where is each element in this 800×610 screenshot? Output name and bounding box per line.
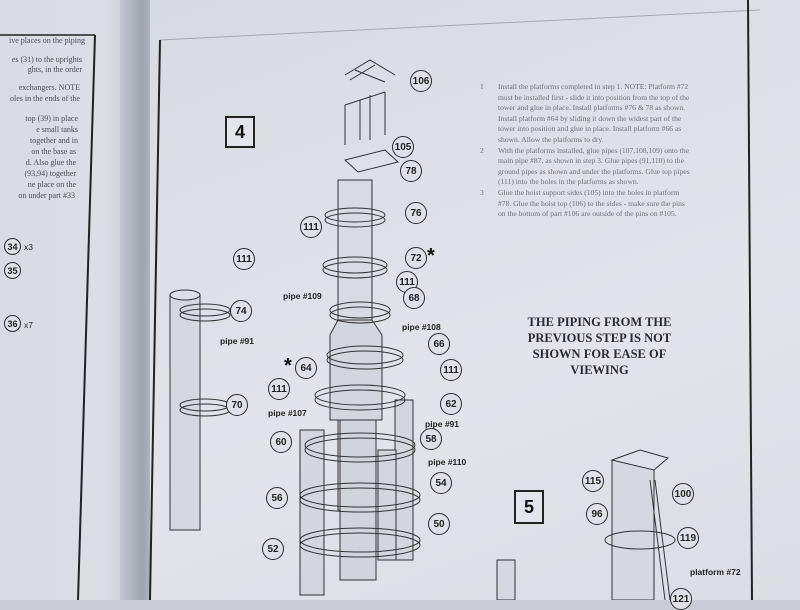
text-line: e small tanks	[36, 125, 78, 134]
callout-74: 74	[230, 300, 252, 322]
text-line: es (31) to the uprights	[11, 55, 82, 64]
callout-100: 100	[672, 483, 694, 505]
callout-115: 115	[582, 470, 604, 492]
step-5-number: 5	[514, 490, 544, 524]
text-line: ghts, in the order	[27, 65, 82, 74]
callout-64: 64	[295, 357, 317, 379]
platform-label: platform #72	[690, 567, 741, 577]
callout-52: 52	[262, 538, 284, 560]
instruction-text: Install the platforms completed in step …	[498, 82, 690, 144]
callout-111: 111	[300, 216, 322, 238]
callout-76: 76	[405, 202, 427, 224]
instruction-text: Glue the hoist support sides (105) into …	[498, 187, 685, 219]
text-line: oles in the ends of the	[10, 94, 80, 103]
callout-36: 36	[4, 315, 21, 332]
instruction-item: 2 With the platforms installed, glue pipe…	[480, 146, 690, 188]
pipe-label: pipe #107	[268, 408, 307, 418]
text-line: d. Also glue the	[25, 158, 76, 167]
callout-50: 50	[428, 513, 450, 535]
callout-78: 78	[400, 160, 422, 182]
callout-54: 54	[430, 472, 452, 494]
text-line: on under part #33	[18, 191, 75, 200]
callout-70: 70	[226, 394, 248, 416]
instruction-number: 1	[480, 82, 484, 91]
callout-111: 111	[440, 359, 462, 381]
callout-56: 56	[266, 487, 288, 509]
pipe-label: pipe #109	[283, 291, 322, 301]
text-line: on the base as	[31, 147, 76, 156]
piping-note: THE PIPING FROM THE PREVIOUS STEP IS NOT…	[527, 315, 672, 377]
text-line: exchangers. NOTE	[18, 83, 80, 92]
text-line: ne place on the	[27, 180, 76, 189]
quantity-label: x7	[24, 320, 33, 330]
callout-111: 111	[233, 248, 255, 270]
step-4-instructions: 1 Install the platforms completed in step…	[480, 82, 690, 220]
text-line: ive places on the piping	[9, 36, 85, 45]
callout-105: 105	[392, 136, 414, 158]
quantity-label: x3	[24, 242, 33, 252]
star-marker: *	[284, 355, 292, 377]
callout-68: 68	[403, 287, 425, 309]
text-line: top (39) in place	[25, 114, 78, 123]
pipe-label: pipe #91	[425, 419, 460, 429]
callout-111: 111	[268, 378, 290, 400]
callout-72: 72	[405, 247, 427, 269]
callout-106: 106	[410, 70, 432, 92]
instruction-number: 3	[480, 187, 484, 197]
callout-58: 58	[420, 428, 442, 450]
callout-35: 35	[4, 262, 21, 279]
instruction-item: 3 Glue the hoist support sides (105) into…	[480, 188, 690, 220]
callout-60: 60	[270, 431, 292, 453]
callout-34: 34	[4, 238, 21, 255]
pipe-label: pipe #108	[402, 322, 441, 332]
text-line: together and in	[30, 136, 78, 145]
star-marker: *	[427, 245, 435, 267]
callout-66: 66	[428, 333, 450, 355]
pipe-label: pipe #110	[428, 457, 467, 467]
text-line: (93,94) together	[24, 169, 76, 178]
step-4-number: 4	[225, 116, 255, 148]
instruction-text: With the platforms installed, glue pipes…	[498, 145, 690, 187]
callout-119: 119	[677, 527, 699, 549]
callout-62: 62	[440, 393, 462, 415]
pipe-label: pipe #91	[220, 336, 255, 346]
callout-96: 96	[586, 503, 608, 525]
instruction-item: 1 Install the platforms completed in step…	[480, 82, 690, 146]
callout-121: 121	[670, 588, 692, 610]
instruction-number: 2	[480, 145, 484, 155]
